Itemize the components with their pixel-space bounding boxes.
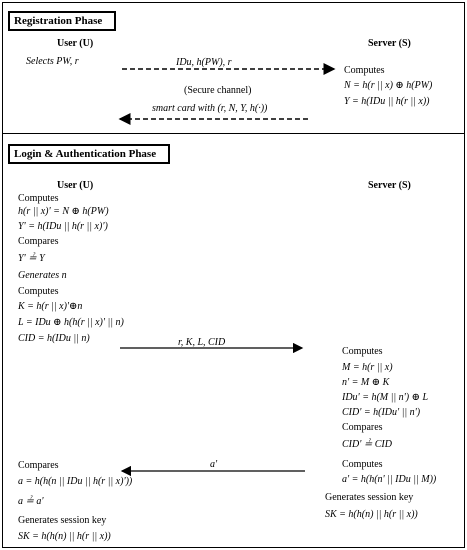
registration-server-step: Y = h(IDu || h(r || x)) <box>344 96 430 107</box>
login-message-2: a' <box>210 459 218 470</box>
login-server-step: M = h(r || x) <box>342 362 393 373</box>
login-user-step: Generates session key <box>18 515 107 526</box>
registration-server-step: N = h(r || x) ⊕ h(PW) <box>344 80 433 91</box>
login-user-step: Computes <box>18 286 59 297</box>
registration-phase-title: Registration Phase <box>8 11 116 31</box>
login-server-step: Compares <box>342 422 383 433</box>
login-server-step: a' = h(h(n' || IDu || M)) <box>342 474 437 485</box>
login-server-step: Computes <box>342 459 383 470</box>
login-user-label: User (U) <box>57 180 94 191</box>
login-user-step: h(r || x)' = N ⊕ h(PW) <box>18 206 109 217</box>
login-user-step: Compares <box>18 460 59 471</box>
login-user-step: a = h(h(n || IDu || h(r || x)')) <box>18 476 133 487</box>
secure-channel-label: (Secure channel) <box>184 85 252 96</box>
registration-server-label: Server (S) <box>368 38 411 49</box>
registration-user-step: Selects PW, r <box>26 56 79 67</box>
login-server-step: IDu' = h(M || n') ⊕ L <box>342 392 429 403</box>
registration-message-2: smart card with (r, N, Y, h(·)) <box>152 103 268 114</box>
registration-server-step: Computes <box>344 65 385 76</box>
login-message-1: r, K, L, CID <box>178 337 226 348</box>
login-user-step: Y' = h(IDu || h(r || x)') <box>18 221 108 232</box>
login-user-step: Compares <box>18 236 59 247</box>
registration-user-label: User (U) <box>57 38 94 49</box>
phase-divider <box>2 133 465 134</box>
login-user-step: SK = h(h(n) || h(r || x)) <box>18 531 111 542</box>
registration-message-1: IDu, h(PW), r <box>176 57 232 68</box>
login-user-step: Generates n <box>18 270 67 281</box>
login-server-label: Server (S) <box>368 180 411 191</box>
login-server-step: CID' ≟ CID <box>342 439 392 450</box>
login-server-step: SK = h(h(n) || h(r || x)) <box>325 509 418 520</box>
login-user-step: Computes <box>18 193 59 204</box>
login-user-step: K = h(r || x)'⊕n <box>18 301 83 312</box>
login-server-step: n' = M ⊕ K <box>342 377 390 388</box>
login-server-step: CID' = h(IDu' || n') <box>342 407 421 418</box>
login-server-step: Generates session key <box>325 492 414 503</box>
login-user-step: Y' ≟ Y <box>18 253 45 264</box>
login-user-step: L = IDu ⊕ h(h(r || x)' || n) <box>18 317 124 328</box>
login-user-step: CID = h(IDu || n) <box>18 333 90 344</box>
login-user-step: a ≟ a' <box>18 496 44 507</box>
login-server-step: Computes <box>342 346 383 357</box>
login-phase-title: Login & Authentication Phase <box>8 144 170 164</box>
